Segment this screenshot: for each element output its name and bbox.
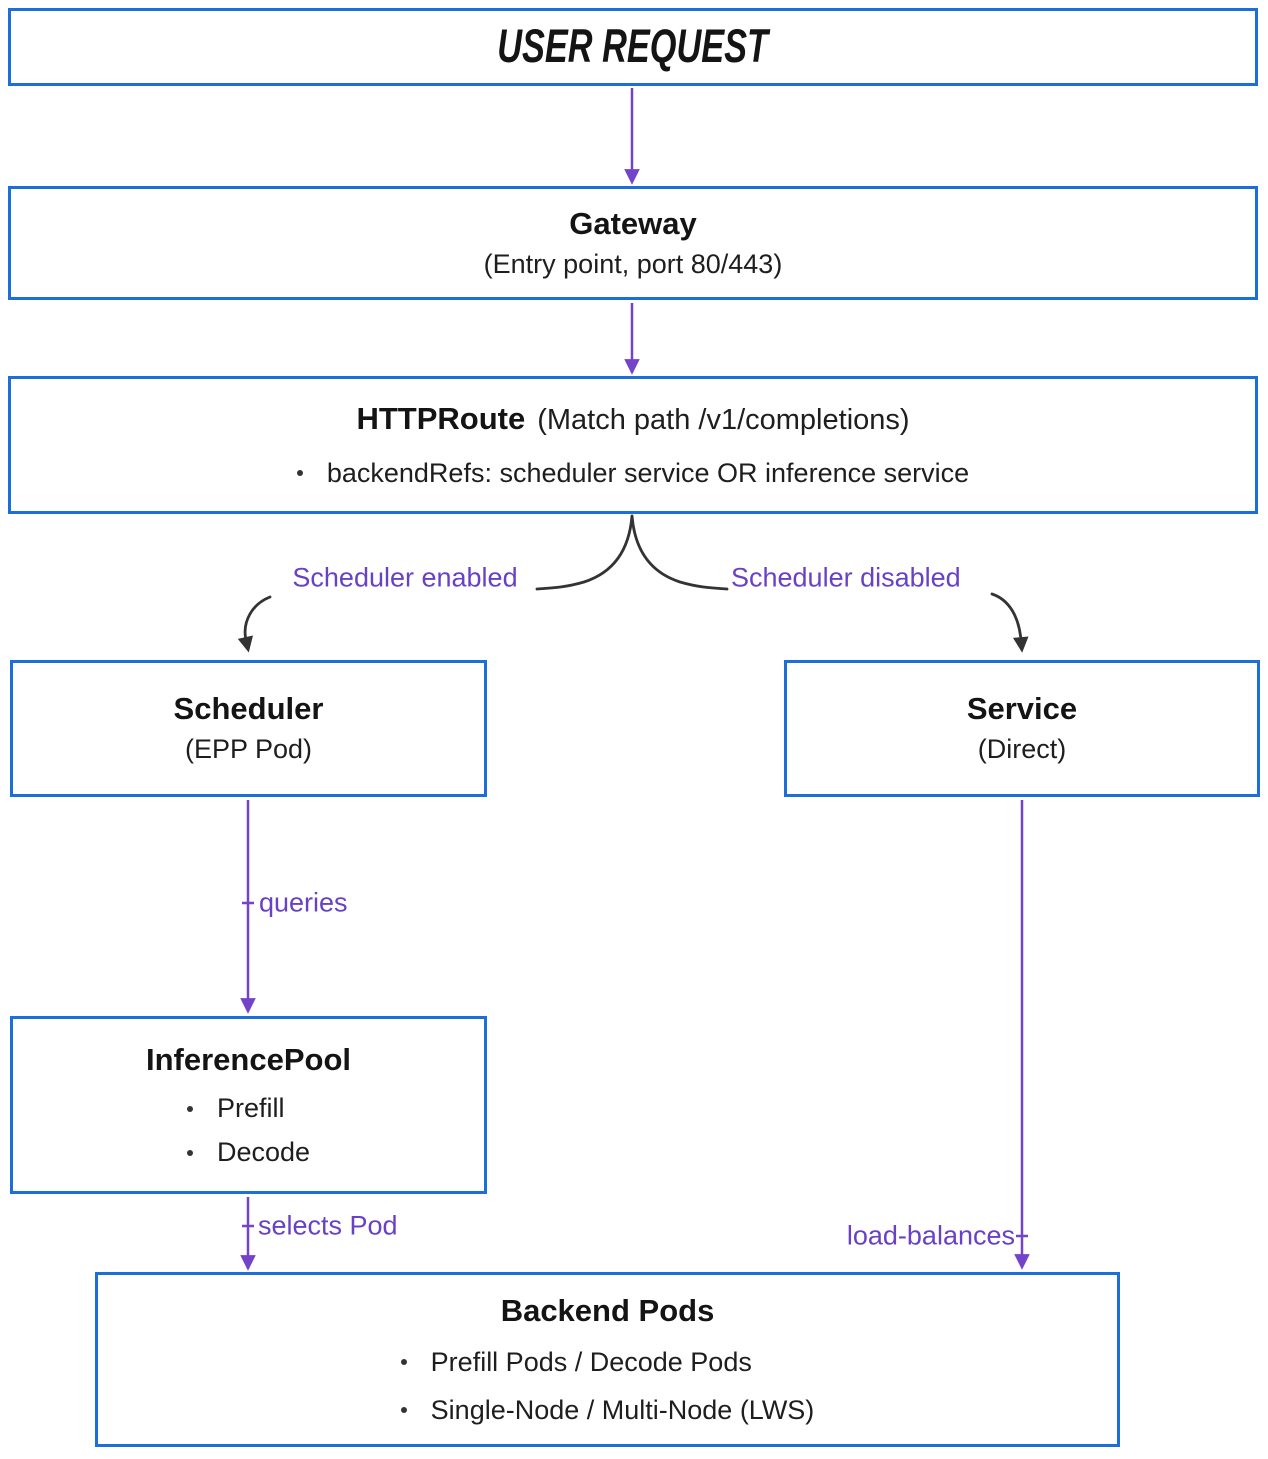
bullet-item: Prefill <box>186 1093 285 1124</box>
bullet-dot <box>186 1105 193 1112</box>
branch-curve-left <box>535 514 634 591</box>
arrow-scheduler-disabled-to-service <box>990 592 1029 653</box>
node-scheduler-subtitle: (EPP Pod) <box>184 734 313 765</box>
node-service-subtitle: (Direct) <box>977 734 1067 765</box>
node-gateway-subtitle: (Entry point, port 80/443) <box>483 248 783 279</box>
node-user-request-title: USER REQUEST <box>497 19 769 73</box>
bullet-item: backendRefs: scheduler service OR infere… <box>296 457 970 489</box>
bullet-dot <box>400 1359 407 1366</box>
node-backend-pods-title: Backend Pods <box>500 1293 715 1329</box>
node-backend-pods-bullets: Prefill Pods / Decode Pods Single-Node /… <box>400 1346 815 1426</box>
bullet-text: Prefill Pods / Decode Pods <box>430 1346 752 1377</box>
bullet-text: Single-Node / Multi-Node (LWS) <box>430 1394 815 1425</box>
edge-label-scheduler-disabled: Scheduler disabled <box>731 562 961 593</box>
node-httproute-bullets: backendRefs: scheduler service OR infere… <box>296 457 970 489</box>
bullet-text: Prefill <box>216 1093 285 1124</box>
bullet-text: backendRefs: scheduler service OR infere… <box>326 457 970 488</box>
node-backend-pods: Backend Pods Prefill Pods / Decode Pods … <box>95 1272 1120 1447</box>
edge-label-scheduler-enabled: Scheduler enabled <box>292 562 518 593</box>
branch-curve-right <box>630 514 729 591</box>
node-scheduler: Scheduler (EPP Pod) <box>10 660 487 797</box>
node-httproute: HTTPRoute (Match path /v1/completions) b… <box>8 376 1258 514</box>
bullet-item: Single-Node / Multi-Node (LWS) <box>400 1394 815 1426</box>
bullet-text: Decode <box>216 1137 311 1168</box>
bullet-dot <box>296 470 303 477</box>
node-service: Service (Direct) <box>784 660 1260 797</box>
node-inference-pool-title: InferencePool <box>146 1041 351 1077</box>
node-httproute-title-suffix: (Match path /v1/completions) <box>537 404 910 437</box>
node-service-title: Service <box>966 691 1078 727</box>
bullet-item: Decode <box>186 1137 311 1168</box>
bullet-dot <box>186 1149 193 1156</box>
edge-label-load-balances: load-balances <box>846 1220 1015 1251</box>
node-httproute-title-line: HTTPRoute (Match path /v1/completions) <box>356 401 909 438</box>
edge-label-selects-pod: selects Pod <box>258 1210 398 1241</box>
node-gateway-title: Gateway <box>569 205 697 241</box>
node-inference-pool-bullets: Prefill Decode <box>186 1093 311 1168</box>
node-gateway: Gateway (Entry point, port 80/443) <box>8 186 1258 300</box>
node-user-request: USER REQUEST <box>8 8 1258 86</box>
node-inference-pool: InferencePool Prefill Decode <box>10 1016 487 1194</box>
bullet-item: Prefill Pods / Decode Pods <box>400 1346 752 1378</box>
edge-label-queries: queries <box>259 887 348 918</box>
node-scheduler-title: Scheduler <box>173 691 324 727</box>
bullet-dot <box>400 1407 407 1414</box>
arrow-scheduler-enabled-to-scheduler <box>237 595 272 653</box>
node-httproute-title: HTTPRoute <box>356 401 526 437</box>
